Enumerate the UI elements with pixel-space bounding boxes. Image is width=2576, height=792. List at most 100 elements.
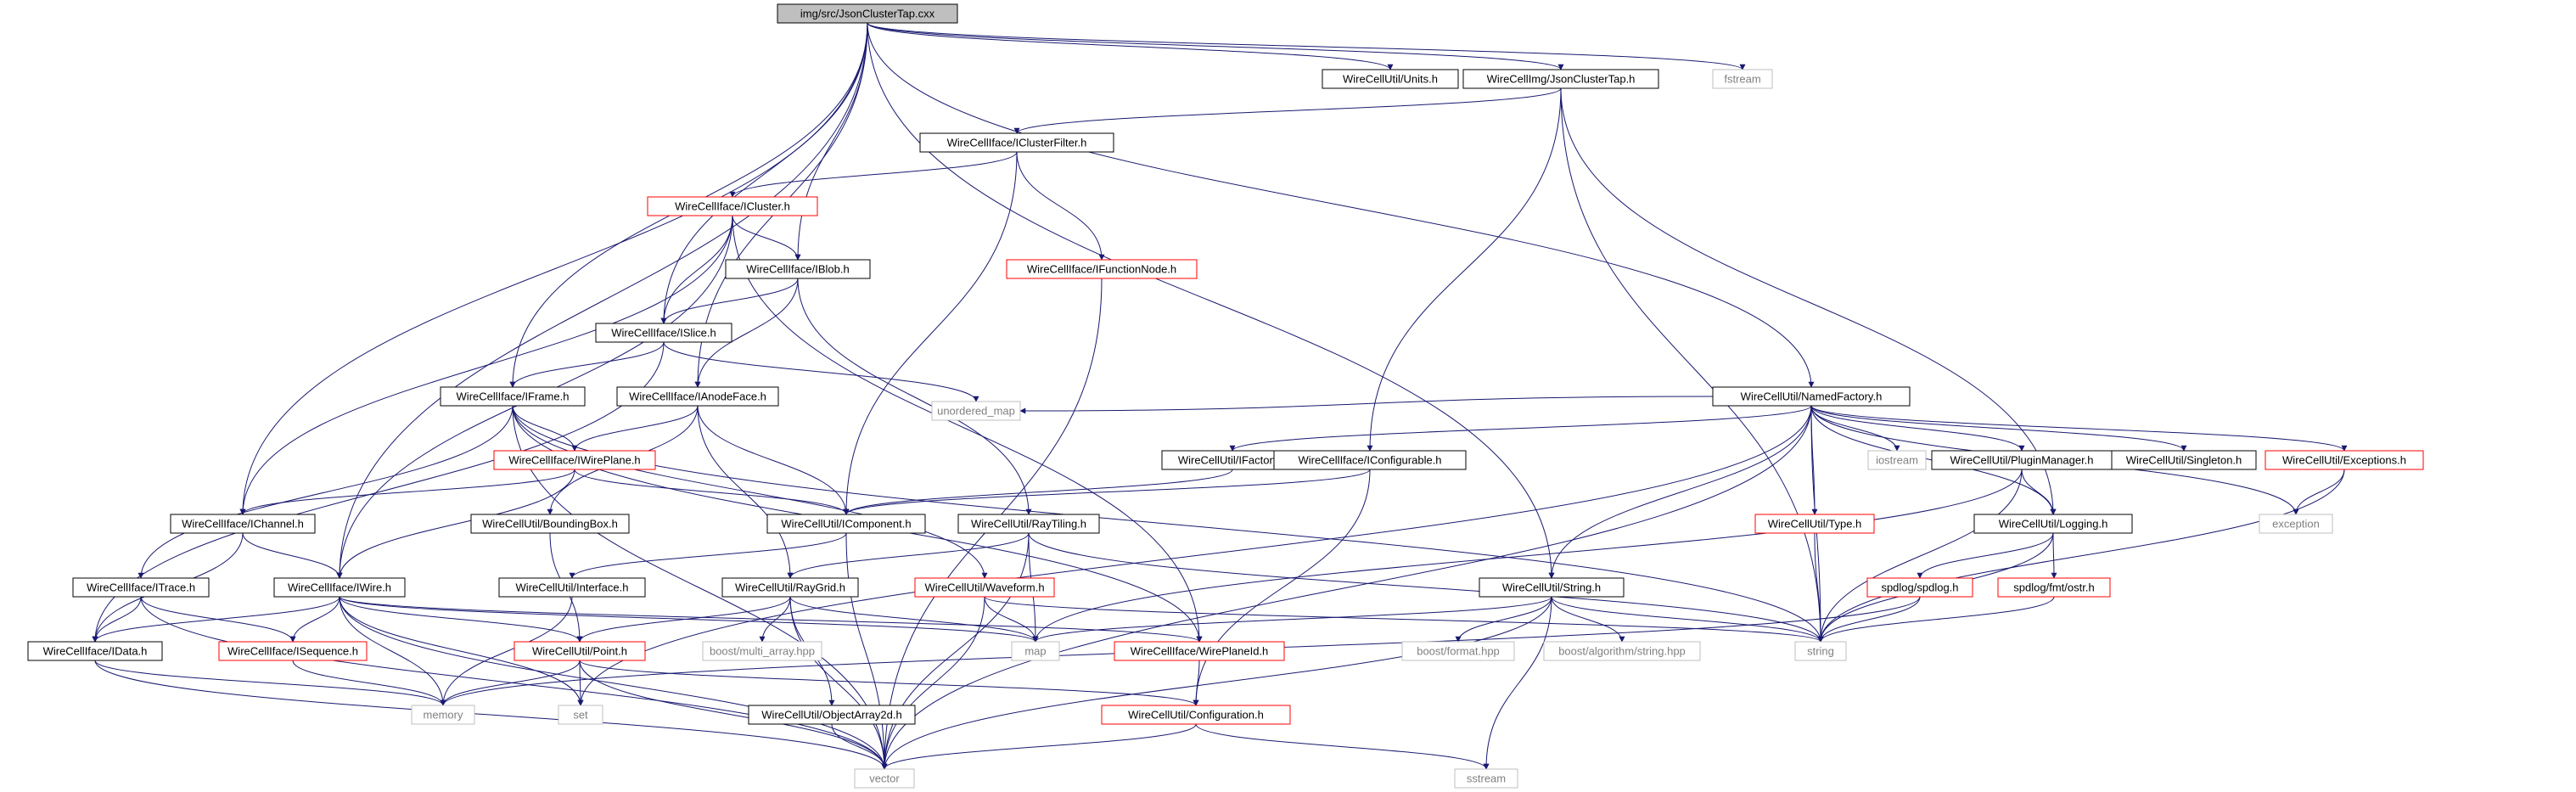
node-icluster[interactable]: WireCellIface/ICluster.h xyxy=(647,196,818,216)
node-icomponent[interactable]: WireCellUtil/IComponent.h xyxy=(766,514,926,534)
edge-root-to-iwire xyxy=(336,22,868,579)
edge-root-to-namedfactory xyxy=(867,22,1815,388)
node-singleton[interactable]: WireCellUtil/Singleton.h xyxy=(2111,450,2257,470)
node-label-boost_algo: boost/algorithm/string.hpp xyxy=(1558,645,1686,658)
node-box-sstream xyxy=(1454,768,1518,789)
node-iostream[interactable]: iostream xyxy=(1867,450,1927,470)
edge-iframe-to-vector xyxy=(512,405,888,770)
node-waveform[interactable]: WireCellUtil/Waveform.h xyxy=(914,577,1055,598)
node-label-isequence: WireCellIface/ISequence.h xyxy=(227,645,358,658)
node-fstream[interactable]: fstream xyxy=(1712,69,1773,89)
node-configuration[interactable]: WireCellUtil/Configuration.h xyxy=(1101,705,1291,725)
edge-idata-to-vector xyxy=(94,660,888,770)
edge-iclusterfilter-to-icomponent xyxy=(843,151,1018,515)
node-ifunctionnode[interactable]: WireCellIface/IFunctionNode.h xyxy=(1006,259,1198,279)
node-map[interactable]: map xyxy=(1011,641,1060,661)
node-memory[interactable]: memory xyxy=(411,705,475,725)
node-isequence[interactable]: WireCellIface/ISequence.h xyxy=(218,641,368,661)
node-point[interactable]: WireCellUtil/Point.h xyxy=(514,641,646,661)
node-label-exceptions: WireCellUtil/Exceptions.h xyxy=(2282,454,2406,467)
node-iframe[interactable]: WireCellIface/IFrame.h xyxy=(440,386,586,407)
node-pluginmanager[interactable]: WireCellUtil/PluginManager.h xyxy=(1931,450,2113,470)
edge-raytiling-to-raygrid xyxy=(787,532,1030,579)
node-root[interactable]: img/src/JsonClusterTap.cxx xyxy=(777,3,958,24)
node-box-namedfactory xyxy=(1712,386,1911,407)
edge-namedfactory-to-pluginmanager xyxy=(1810,405,2025,452)
node-ichannel[interactable]: WireCellIface/IChannel.h xyxy=(170,514,316,534)
node-islice[interactable]: WireCellIface/ISlice.h xyxy=(595,323,732,343)
node-namedfactory[interactable]: WireCellUtil/NamedFactory.h xyxy=(1712,386,1911,407)
node-iconfigurable[interactable]: WireCellIface/IConfigurable.h xyxy=(1273,450,1467,470)
node-label-map: map xyxy=(1024,645,1046,658)
node-label-type: WireCellUtil/Type.h xyxy=(1768,518,1862,531)
edge-ianodeface-to-iwireplane xyxy=(571,405,699,452)
node-box-map xyxy=(1011,641,1060,661)
node-label-fstream: fstream xyxy=(1724,73,1760,86)
edge-type-to-string xyxy=(1814,532,1824,643)
edge-namedfactory-to-ifactory xyxy=(1229,405,1812,452)
node-label-itrace: WireCellIface/ITrace.h xyxy=(87,581,195,594)
node-label-ianodeface: WireCellIface/IAnodeFace.h xyxy=(629,390,766,403)
node-iblob[interactable]: WireCellIface/IBlob.h xyxy=(725,259,871,279)
node-label-units: WireCellUtil/Units.h xyxy=(1343,73,1438,86)
node-ostr[interactable]: spdlog/fmt/ostr.h xyxy=(1997,577,2111,598)
node-label-sstream: sstream xyxy=(1467,772,1506,785)
edge-namedfactory-to-unordered_map xyxy=(1019,396,1714,414)
node-spdlog[interactable]: spdlog/spdlog.h xyxy=(1866,577,1973,598)
node-multi_array[interactable]: boost/multi_array.hpp xyxy=(702,641,822,661)
node-box-type xyxy=(1754,514,1875,534)
node-label-wireplaneid: WireCellIface/WirePlaneId.h xyxy=(1131,645,1269,658)
node-unordered_map[interactable]: unordered_map xyxy=(931,401,1021,421)
node-box-isequence xyxy=(218,641,368,661)
edge-point-to-vector xyxy=(579,660,888,770)
node-boost_algo[interactable]: boost/algorithm/string.hpp xyxy=(1543,641,1701,661)
node-raygrid[interactable]: WireCellUtil/RayGrid.h xyxy=(721,577,859,598)
edge-root-to-fstream xyxy=(867,22,1746,70)
edge-root-to-jsonclustertap xyxy=(867,22,1564,70)
node-string[interactable]: string xyxy=(1794,641,1847,661)
node-set[interactable]: set xyxy=(558,705,603,725)
node-jsonclustertap[interactable]: WireCellImg/JsonClusterTap.h xyxy=(1462,69,1659,89)
node-units[interactable]: WireCellUtil/Units.h xyxy=(1322,69,1459,89)
node-vector[interactable]: vector xyxy=(854,768,915,789)
edge-ianodeface-to-icomponent xyxy=(697,405,850,515)
edge-logging-to-spdlog xyxy=(1917,532,2054,579)
edge-iwire-to-vector xyxy=(339,596,888,770)
node-iclusterfilter[interactable]: WireCellIface/IClusterFilter.h xyxy=(919,132,1114,153)
edge-root-to-units xyxy=(867,22,1394,70)
edge-exceptions-to-exception xyxy=(2293,469,2345,515)
node-box-configuration xyxy=(1101,705,1291,725)
node-label-singleton: WireCellUtil/Singleton.h xyxy=(2126,454,2242,467)
node-label-vector: vector xyxy=(869,772,900,785)
node-boundingbox[interactable]: WireCellUtil/BoundingBox.h xyxy=(470,514,630,534)
node-raytiling[interactable]: WireCellUtil/RayTiling.h xyxy=(957,514,1100,534)
node-box-idata xyxy=(27,641,163,661)
node-sstream[interactable]: sstream xyxy=(1454,768,1518,789)
node-exceptions[interactable]: WireCellUtil/Exceptions.h xyxy=(2265,450,2424,470)
node-ifactory[interactable]: WireCellUtil/IFactory.h xyxy=(1161,450,1304,470)
node-itrace[interactable]: WireCellIface/ITrace.h xyxy=(72,577,210,598)
node-ianodeface[interactable]: WireCellIface/IAnodeFace.h xyxy=(616,386,779,407)
node-wireplaneid[interactable]: WireCellIface/WirePlaneId.h xyxy=(1114,641,1285,661)
edge-point-to-memory xyxy=(440,660,581,706)
node-string_h[interactable]: WireCellUtil/String.h xyxy=(1479,577,1625,598)
edge-string_h-to-string xyxy=(1551,596,1824,643)
node-type[interactable]: WireCellUtil/Type.h xyxy=(1754,514,1875,534)
node-logging[interactable]: WireCellUtil/Logging.h xyxy=(1973,514,2133,534)
node-interface[interactable]: WireCellUtil/Interface.h xyxy=(498,577,646,598)
edge-raygrid-to-multi_array xyxy=(759,596,791,643)
node-label-iclusterfilter: WireCellIface/IClusterFilter.h xyxy=(947,137,1087,149)
node-boost_format[interactable]: boost/format.hpp xyxy=(1401,641,1515,661)
edge-iconfigurable-to-icomponent xyxy=(843,469,1371,515)
edge-point-to-set xyxy=(577,660,584,706)
node-idata[interactable]: WireCellIface/IData.h xyxy=(27,641,163,661)
edge-iwire-to-memory xyxy=(339,596,446,706)
node-iwireplane[interactable]: WireCellIface/IWirePlane.h xyxy=(493,450,656,470)
node-iwire[interactable]: WireCellIface/IWire.h xyxy=(273,577,406,598)
node-label-unordered_map: unordered_map xyxy=(937,405,1015,418)
edge-iwire-to-idata xyxy=(92,596,340,643)
node-objectarray2d[interactable]: WireCellUtil/ObjectArray2d.h xyxy=(748,705,916,725)
node-exception[interactable]: exception xyxy=(2259,514,2333,534)
node-label-raytiling: WireCellUtil/RayTiling.h xyxy=(971,518,1086,531)
